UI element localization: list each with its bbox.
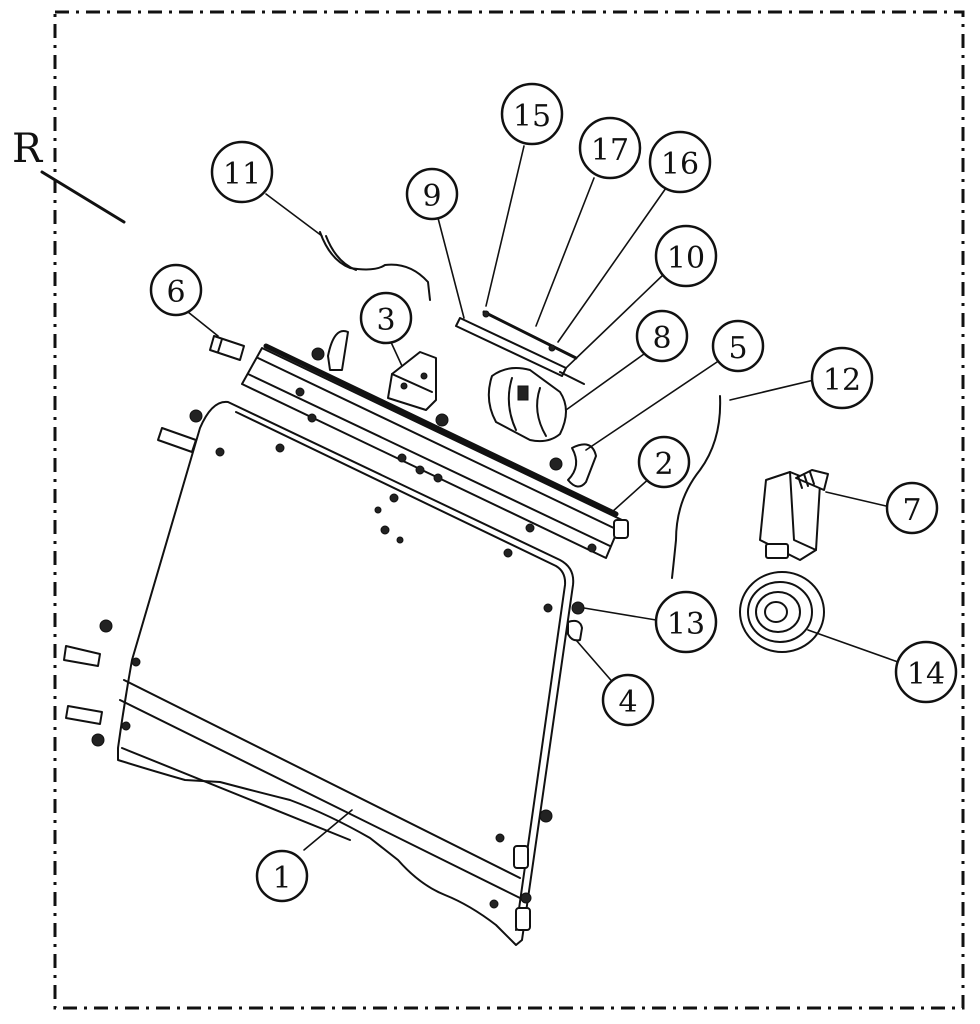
callout-8: 8: [635, 309, 689, 363]
callout-3: 3: [359, 291, 413, 345]
callout-label: 4: [618, 685, 637, 720]
callout-label: 14: [907, 657, 945, 692]
fasteners: [63, 330, 585, 931]
callout-label: 13: [667, 607, 705, 642]
callout-label: 1: [272, 861, 291, 896]
callout-10: 10: [654, 224, 718, 288]
callout-label: 16: [661, 147, 699, 182]
callout-leader-lines: [187, 145, 899, 851]
callout-17: 17: [578, 116, 642, 180]
curved-clip-part-5: [567, 443, 597, 488]
callout-label: 9: [422, 179, 441, 214]
callout-4: 4: [601, 673, 655, 727]
top-mounting-bar: [241, 343, 629, 559]
callout-5: 5: [711, 319, 765, 373]
flexible-cable-part-12: [671, 395, 722, 579]
callout-16: 16: [648, 130, 712, 194]
callout-6: 6: [149, 263, 203, 317]
callout-13: 13: [654, 590, 718, 654]
callout-label: 5: [728, 331, 747, 366]
callout-7: 7: [885, 481, 939, 535]
motor-block-part-7: [759, 469, 829, 561]
barrel-connector-part-6: [209, 335, 245, 361]
wiper-arm-assembly: [455, 310, 585, 385]
callout-label: 15: [513, 99, 551, 134]
small-clip-part-4: [567, 619, 583, 642]
callout-label: 3: [376, 303, 395, 338]
corner-reference-leader: [40, 170, 126, 224]
cylindrical-housing-part-8: [487, 367, 567, 443]
callout-label: 12: [823, 363, 861, 398]
callout-12: 12: [810, 346, 874, 410]
callout-11: 11: [210, 140, 274, 204]
wire-harness-part-11: [319, 231, 431, 301]
callout-15: 15: [500, 82, 564, 146]
assembly-boundary-frame: [53, 10, 965, 1010]
callout-1: 1: [255, 849, 309, 903]
mounting-bracket: [387, 351, 437, 411]
callout-label: 2: [654, 447, 673, 482]
corner-reference-label: R: [12, 126, 44, 172]
callout-label: 8: [652, 321, 671, 356]
callout-label: 7: [902, 493, 921, 528]
callout-2: 2: [637, 435, 691, 489]
callout-9: 9: [405, 167, 459, 221]
callout-label: 11: [223, 157, 261, 192]
callout-label: 6: [166, 275, 185, 310]
windshield-panel: [117, 400, 575, 946]
callout-14: 14: [894, 640, 958, 704]
callout-label: 10: [667, 241, 705, 276]
spiral-spring-part-14: [739, 571, 825, 653]
callout-label: 17: [591, 133, 629, 168]
